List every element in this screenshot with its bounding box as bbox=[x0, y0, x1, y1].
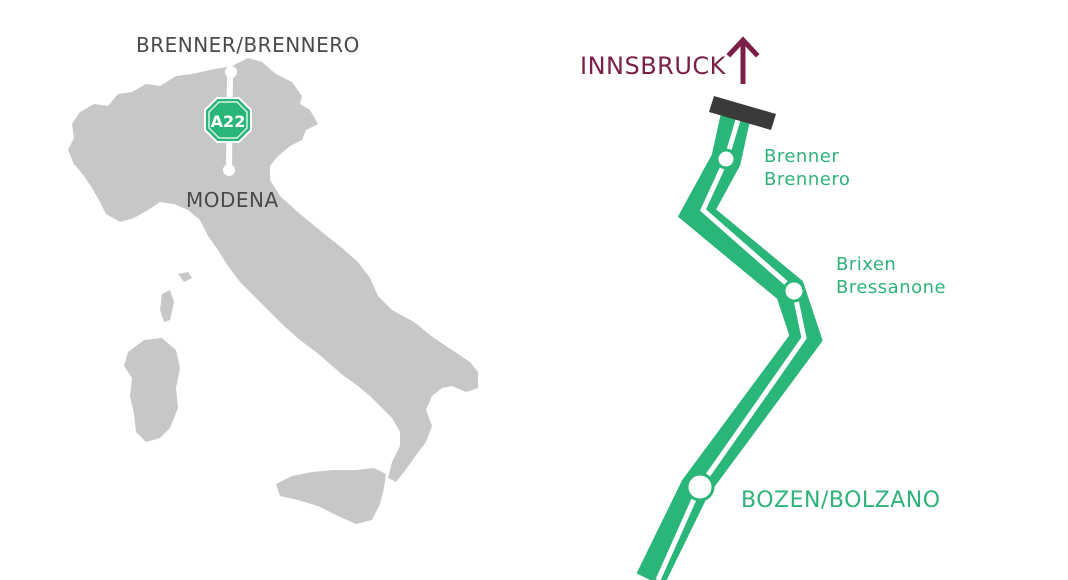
modena-point bbox=[223, 164, 235, 176]
city-label-bozen: BOZEN/BOLZANO bbox=[741, 488, 941, 513]
station-marker-brixen bbox=[782, 279, 806, 303]
station-name-secondary: Brennero bbox=[764, 169, 851, 190]
station-marker-brenner bbox=[715, 148, 737, 170]
shield-text: A22 bbox=[211, 112, 246, 131]
route-terminal-bar bbox=[709, 96, 776, 130]
sicily bbox=[276, 468, 386, 524]
a22-overview-route: A22 bbox=[204, 66, 252, 176]
station-name-secondary: Bressanone bbox=[836, 277, 947, 298]
modena-label: MODENA bbox=[186, 188, 279, 212]
motorway-shield-icon: A22 bbox=[204, 97, 252, 143]
italy-map bbox=[68, 58, 478, 524]
station-label-brenner: Brenner Brennero bbox=[764, 145, 850, 191]
elba bbox=[178, 272, 192, 282]
sardinia bbox=[124, 338, 180, 442]
station-name-primary: Brixen bbox=[836, 254, 897, 275]
arrow-up-icon bbox=[726, 36, 760, 84]
station-name-primary: Brenner bbox=[764, 146, 840, 167]
destination-label: INNSBRUCK bbox=[580, 52, 726, 80]
station-label-brixen: Brixen Bressanone bbox=[836, 253, 946, 299]
italy-mainland bbox=[68, 58, 478, 482]
brenner-point bbox=[225, 66, 237, 78]
route-diagram bbox=[636, 36, 823, 580]
brenner-overview-label: BRENNER/BRENNERO bbox=[136, 33, 360, 57]
station-marker-bozen bbox=[685, 472, 715, 502]
corsica bbox=[160, 290, 174, 322]
